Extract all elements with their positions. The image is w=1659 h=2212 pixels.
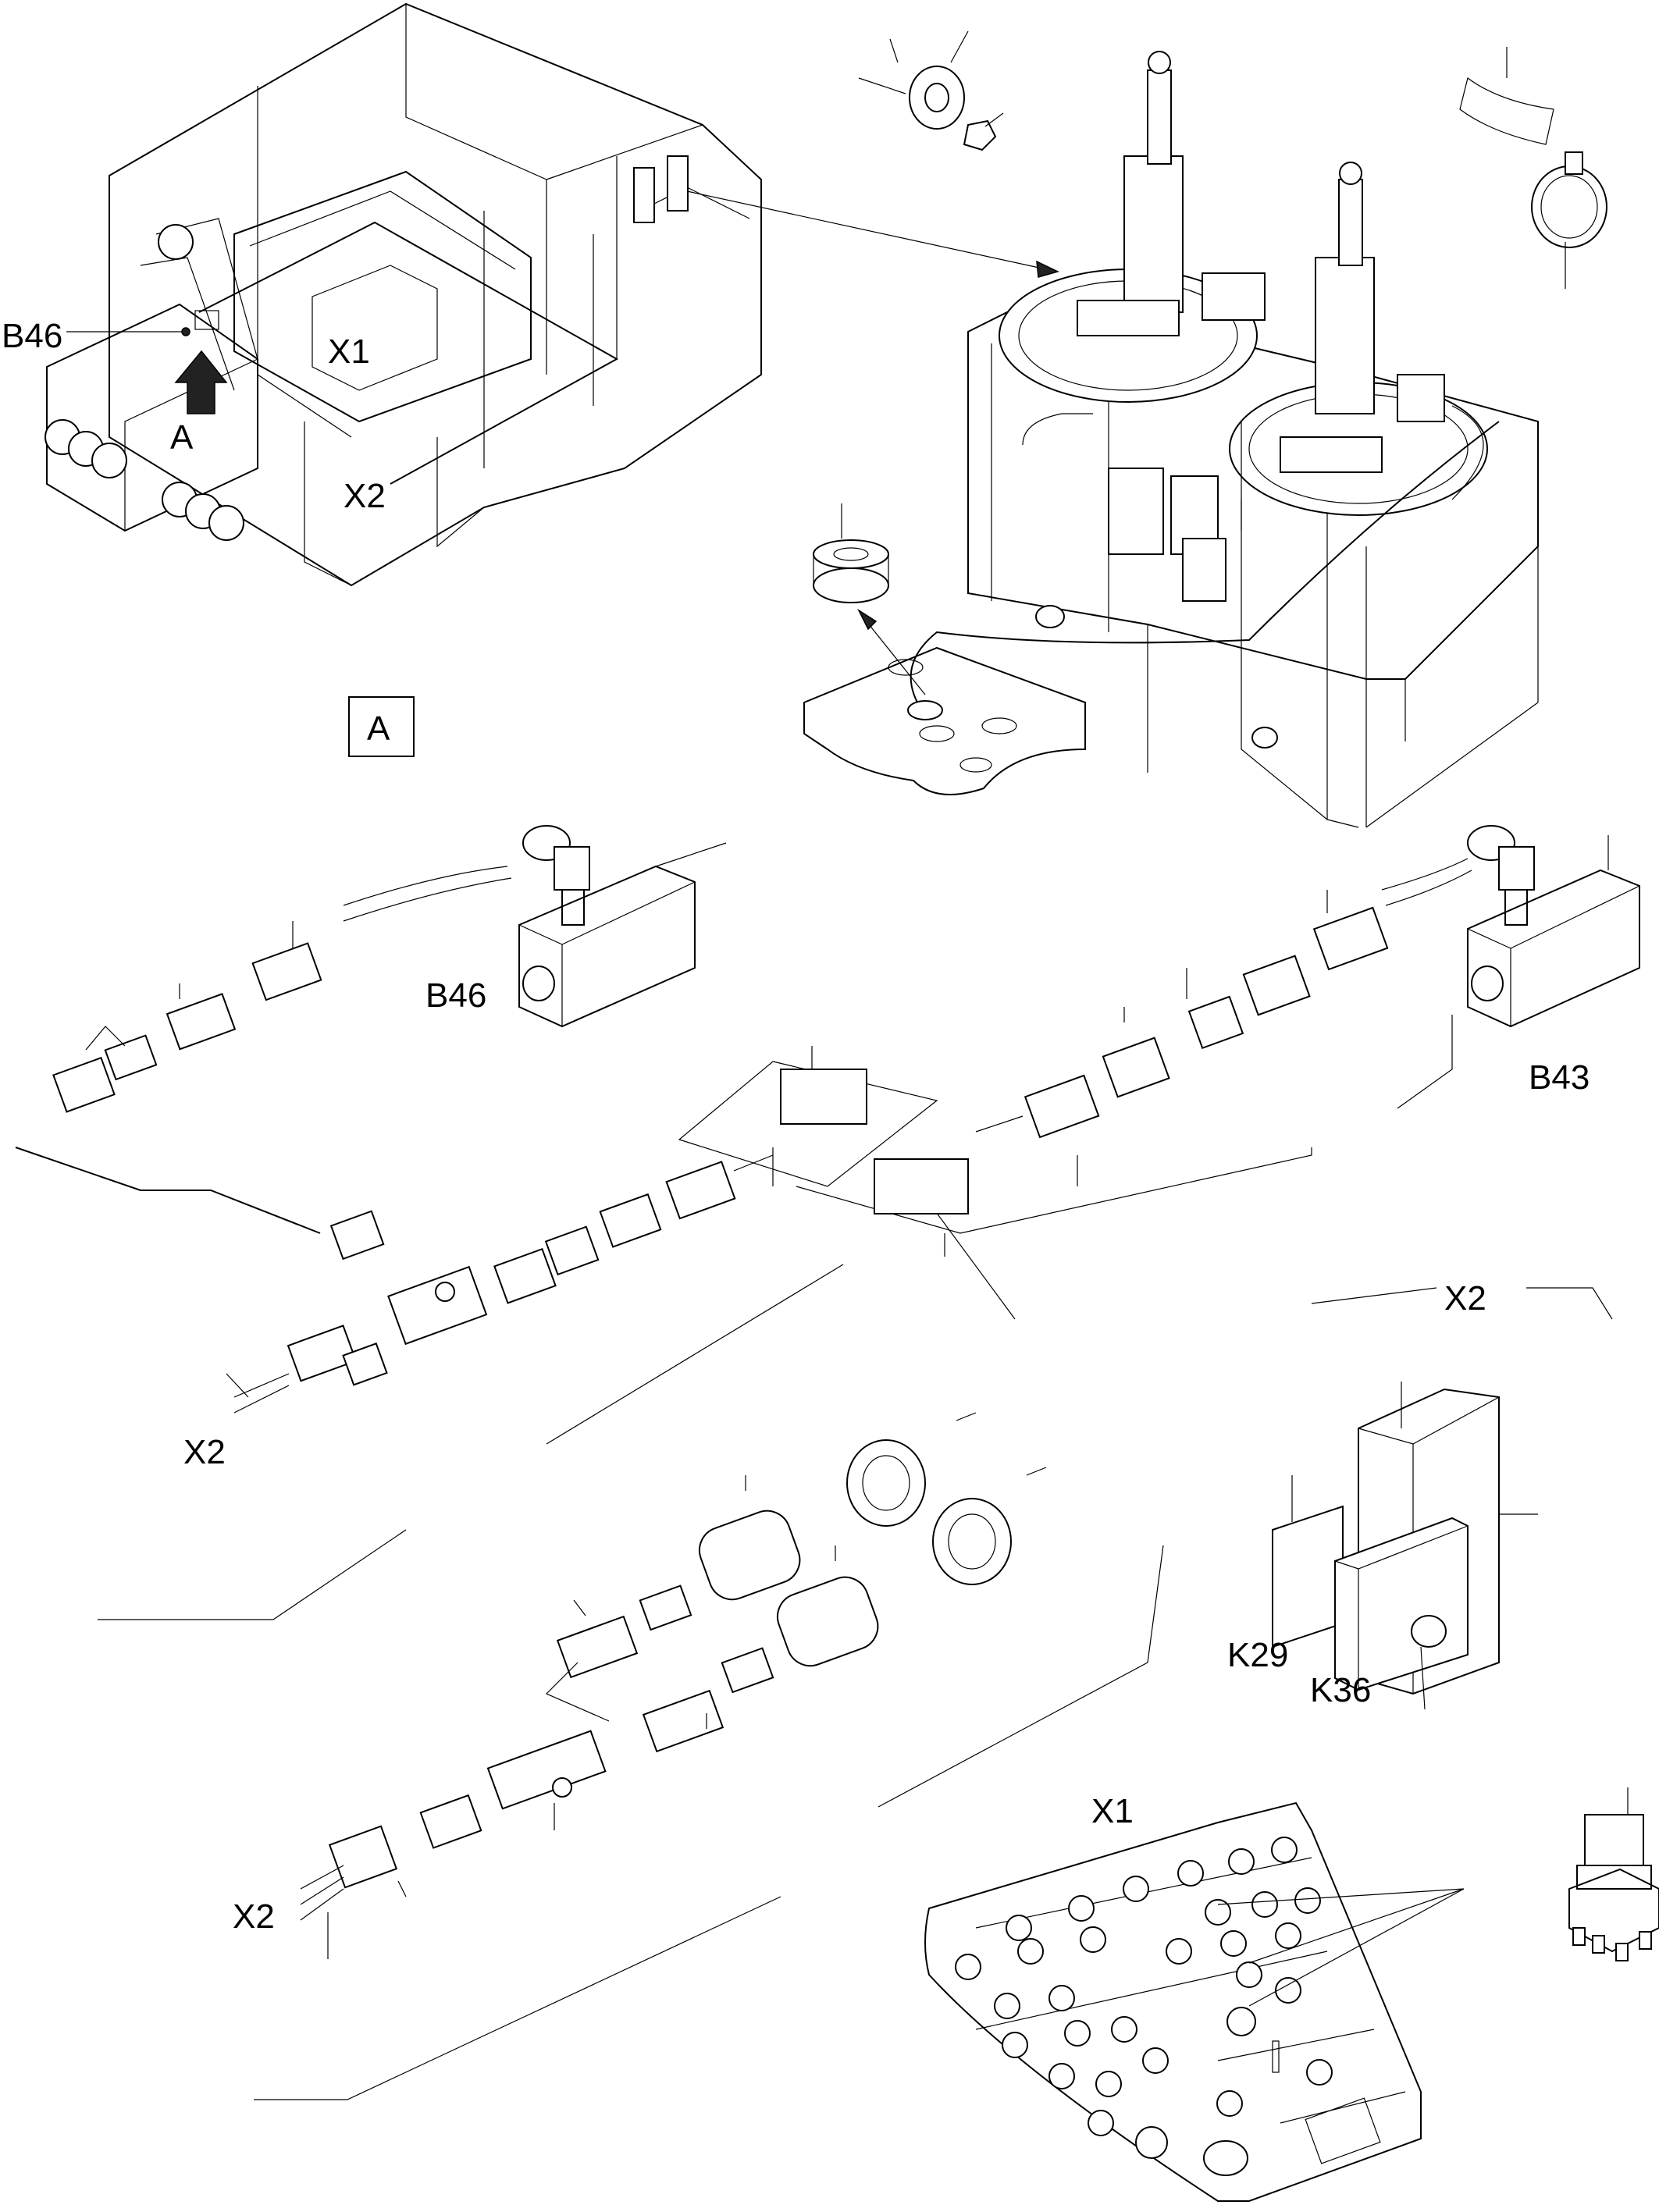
label-a-top: A [170, 418, 194, 457]
label-view-a: A [367, 709, 390, 748]
label-x1-panel: X1 [1091, 1792, 1134, 1830]
clamp-bolt-nut [858, 30, 1004, 151]
connector-assembly-upper [15, 825, 1640, 1445]
connector-assembly-lower [98, 1412, 1164, 2100]
label-b46-top: B46 [2, 317, 62, 355]
machine-overview [45, 2, 1060, 587]
label-x1-top: X1 [328, 333, 370, 371]
label-b43: B43 [1529, 1058, 1590, 1097]
relay-block [1272, 1287, 1613, 1710]
hydraulic-unit [910, 51, 1539, 828]
label-x2-top: X2 [344, 477, 386, 515]
selector-switch [1568, 1787, 1659, 1961]
label-x2-right: X2 [1444, 1279, 1486, 1318]
label-k36: K36 [1310, 1671, 1371, 1709]
grommet-floor-plate [803, 503, 1086, 795]
view-a-box [348, 696, 415, 757]
hose-tie-strap [1459, 47, 1607, 289]
label-b46-mid: B46 [425, 976, 486, 1015]
label-k29: K29 [1227, 1636, 1288, 1674]
label-x2-mid: X2 [183, 1433, 226, 1471]
label-x2-bottom: X2 [233, 1897, 275, 1936]
control-panel [924, 1801, 1465, 2202]
